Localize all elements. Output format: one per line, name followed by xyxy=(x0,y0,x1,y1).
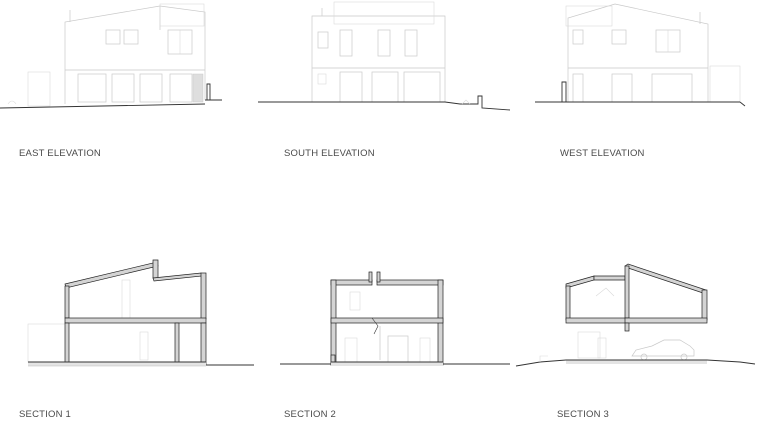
east-elevation-drawing xyxy=(0,3,222,109)
section-1-drawing xyxy=(27,259,254,367)
section-3-drawing xyxy=(515,263,756,367)
drawing-label-section-3: SECTION 3 xyxy=(557,409,609,420)
drawing-label-east-elevation: EAST ELEVATION xyxy=(19,148,101,159)
drawing-label-south-elevation: SOUTH ELEVATION xyxy=(284,148,375,159)
drawing-label-west-elevation: WEST ELEVATION xyxy=(560,148,645,159)
drawing-label-section-2: SECTION 2 xyxy=(284,409,336,420)
west-elevation-drawing xyxy=(535,3,746,107)
south-elevation-drawing xyxy=(258,1,511,111)
section-2-drawing xyxy=(280,271,510,366)
drawing-label-section-1: SECTION 1 xyxy=(19,409,71,420)
